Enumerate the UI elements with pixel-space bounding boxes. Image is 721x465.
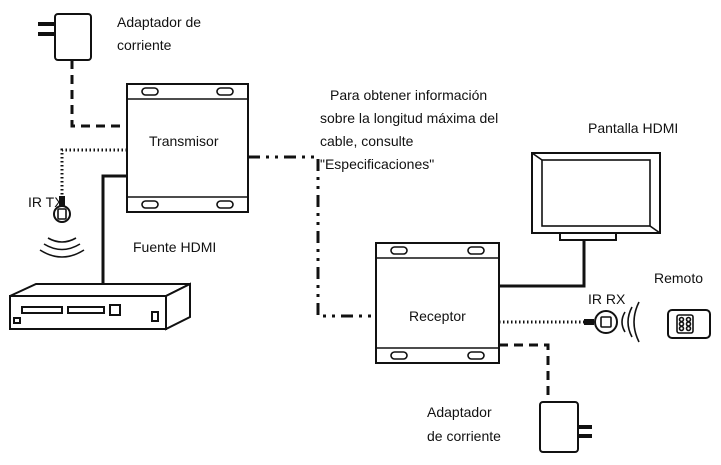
adapter-bottom-label-line1: Adaptador [427,404,492,420]
adapter-top-label-line1: Adaptador de [117,14,201,30]
hdmi-display-cable [499,240,586,288]
ir-rx-sensor-icon [584,301,640,343]
transmitter-label: Transmisor [149,133,219,149]
ir-rx-label: IR RX [588,291,626,307]
ir-tx-label: IR TX [28,194,64,210]
receiver-box [375,242,500,364]
hdmi-source-device [9,282,191,331]
power-adapter-bottom [539,401,592,453]
hdmi-source-cable [101,174,127,290]
cable-note-line3: cable, consulte [320,133,414,149]
hdmi-display [531,152,661,241]
remote-label: Remoto [654,270,703,286]
adapter-top-label-line2: corriente [117,37,172,53]
ir-tx-emitter-icon [39,196,85,258]
power-cable-bottom [499,343,550,402]
hdmi-display-label: Pantalla HDMI [588,120,678,136]
cat-cable [248,155,376,318]
ir-tx-cable [60,148,127,198]
adapter-bottom-label-line2: de corriente [427,428,501,444]
receiver-label: Receptor [409,308,466,324]
power-cable-top [70,60,127,128]
cable-note-line2: sobre la longitud máxima del [320,110,498,126]
cable-note-line1: Para obtener información [330,87,487,103]
cable-note-line4: "Especificaciones" [320,156,434,172]
transmitter-box [126,83,249,213]
hdmi-source-label: Fuente HDMI [133,239,216,255]
power-adapter-top [38,13,92,61]
remote-control-icon [667,309,711,339]
